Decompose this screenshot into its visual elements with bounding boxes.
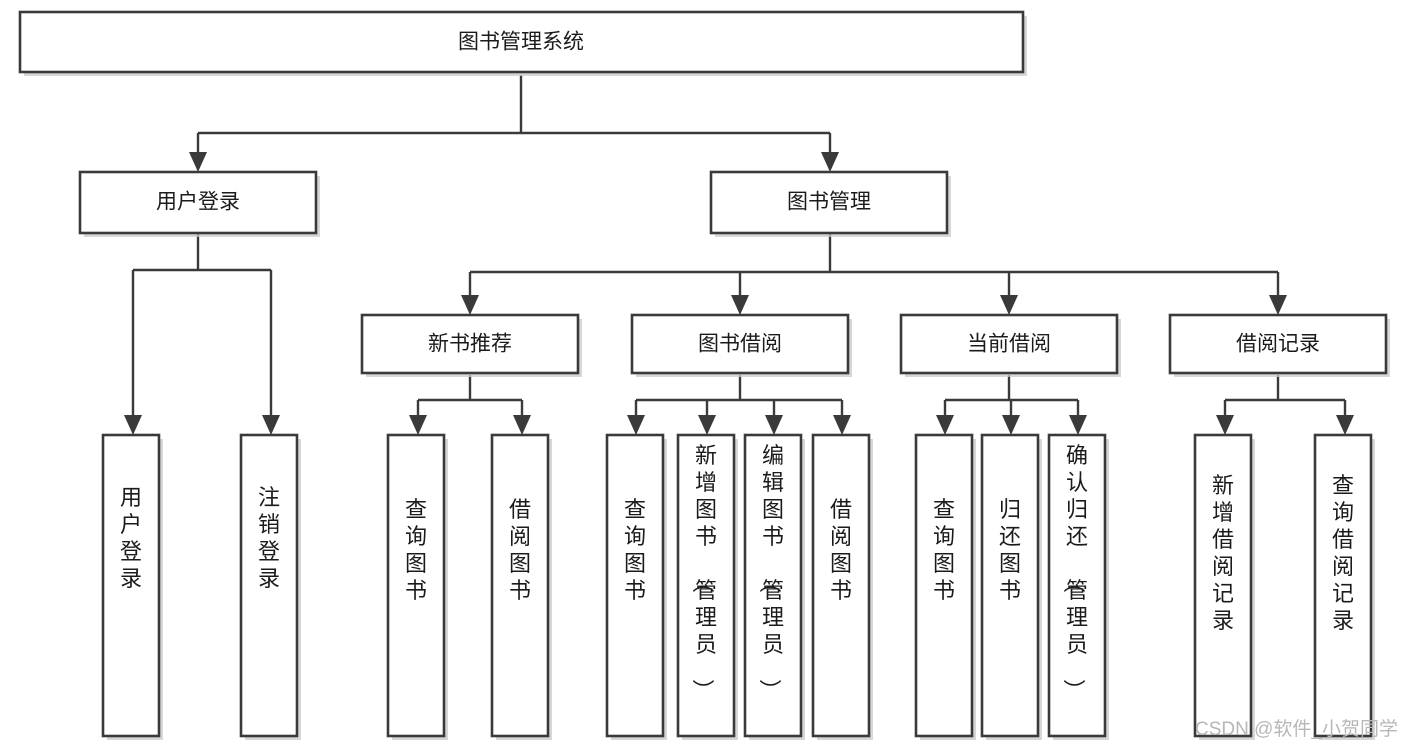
node-new-book-rec-label: 新书推荐 <box>428 333 512 356</box>
node-root-box[interactable] <box>18 10 1025 74</box>
node-book-borrow-box[interactable] <box>630 313 850 375</box>
arrow-to-leaf-add-book <box>698 415 716 435</box>
node-leaf-confirm-return[interactable]: 确认归还（管理员） <box>1047 433 1109 740</box>
arrow-to-borrow-record <box>1269 295 1287 315</box>
node-leaf-borrow-book-2-box[interactable] <box>811 433 871 738</box>
node-leaf-query-book-2-label: 查询图书 <box>624 497 646 603</box>
node-leaf-user-login[interactable]: 用户登录 <box>101 433 163 740</box>
node-leaf-borrow-book-1-box[interactable] <box>490 433 550 738</box>
node-leaf-edit-book[interactable]: 编辑图书（管理员） <box>743 433 805 740</box>
node-leaf-query-book-2-box[interactable] <box>605 433 665 738</box>
node-leaf-confirm-return-label: 确认归还（管理员） <box>1061 443 1088 701</box>
node-current-borrow-label: 当前借阅 <box>967 333 1051 356</box>
arrow-to-current-borrow <box>1000 295 1018 315</box>
node-leaf-confirm-return-box[interactable] <box>1047 433 1107 738</box>
node-root-label: 图书管理系统 <box>458 31 584 54</box>
arrow-to-new-book-rec <box>461 295 479 315</box>
node-leaf-edit-book-box[interactable] <box>743 433 803 738</box>
node-book-manage-label: 图书管理 <box>787 191 871 214</box>
node-leaf-add-record-label: 新增借阅记录 <box>1212 473 1234 633</box>
node-user-login-box[interactable] <box>78 170 318 235</box>
node-current-borrow-box[interactable] <box>899 313 1119 375</box>
connector-layer <box>124 75 1354 435</box>
node-borrow-record[interactable]: 借阅记录 <box>1168 313 1390 377</box>
arrow-to-leaf-logout <box>262 415 280 435</box>
node-book-borrow[interactable]: 图书借阅 <box>630 313 852 377</box>
node-borrow-record-label: 借阅记录 <box>1236 333 1320 356</box>
node-leaf-query-book-1-label: 查询图书 <box>405 497 427 603</box>
node-current-borrow[interactable]: 当前借阅 <box>899 313 1121 377</box>
arrow-to-leaf-add-record <box>1216 415 1234 435</box>
node-leaf-add-book-box[interactable] <box>676 433 736 738</box>
node-book-manage-box[interactable] <box>709 170 949 235</box>
arrow-to-leaf-query-book-1 <box>409 415 427 435</box>
node-user-login[interactable]: 用户登录 <box>78 170 320 237</box>
node-leaf-query-record[interactable]: 查询借阅记录 <box>1313 433 1375 740</box>
arrow-to-leaf-borrow-book-1 <box>513 415 531 435</box>
node-leaf-return-book[interactable]: 归还图书 <box>980 433 1042 740</box>
node-leaf-add-record[interactable]: 新增借阅记录 <box>1193 433 1255 740</box>
arrow-to-leaf-edit-book <box>765 415 783 435</box>
node-leaf-edit-book-label: 编辑图书（管理员） <box>757 443 784 701</box>
node-leaf-user-login-label: 用户登录 <box>120 485 142 591</box>
node-leaf-query-book-1[interactable]: 查询图书 <box>386 433 448 740</box>
csdn-watermark: CSDN @软件_小贺同学 <box>1195 718 1398 740</box>
node-leaf-logout-label: 注销登录 <box>258 485 280 591</box>
node-leaf-add-book-label: 新增图书（管理员） <box>690 443 717 701</box>
node-leaf-add-book[interactable]: 新增图书（管理员） <box>676 433 738 740</box>
node-leaf-add-record-box[interactable] <box>1193 433 1253 738</box>
node-leaf-return-book-label: 归还图书 <box>999 497 1021 603</box>
node-leaf-query-record-label: 查询借阅记录 <box>1332 473 1354 633</box>
node-leaf-borrow-book-2[interactable]: 借阅图书 <box>811 433 873 740</box>
node-leaf-query-book-3-box[interactable] <box>914 433 974 738</box>
arrow-to-leaf-return-book <box>1002 415 1020 435</box>
arrow-to-leaf-query-book-3 <box>936 415 954 435</box>
node-leaf-logout[interactable]: 注销登录 <box>239 433 301 740</box>
node-leaf-borrow-book-2-label: 借阅图书 <box>830 497 852 603</box>
arrow-to-book-manage <box>821 152 839 172</box>
node-new-book-rec[interactable]: 新书推荐 <box>360 313 582 377</box>
arrow-to-leaf-borrow-book-2 <box>833 415 851 435</box>
node-user-login-label: 用户登录 <box>156 191 240 214</box>
arrow-to-leaf-query-record <box>1336 415 1354 435</box>
node-leaf-logout-box[interactable] <box>239 433 299 738</box>
node-leaf-borrow-book-1[interactable]: 借阅图书 <box>490 433 552 740</box>
node-borrow-record-box[interactable] <box>1168 313 1388 375</box>
arrow-to-leaf-user-login <box>124 415 142 435</box>
node-book-manage[interactable]: 图书管理 <box>709 170 951 237</box>
arrow-to-leaf-confirm-return <box>1069 415 1087 435</box>
node-book-borrow-label: 图书借阅 <box>698 333 782 356</box>
node-leaf-borrow-book-1-label: 借阅图书 <box>509 497 531 603</box>
arrow-to-book-borrow <box>731 295 749 315</box>
node-leaf-return-book-box[interactable] <box>980 433 1040 738</box>
node-leaf-query-book-1-box[interactable] <box>386 433 446 738</box>
node-root[interactable]: 图书管理系统 <box>18 10 1027 76</box>
node-leaf-query-book-2[interactable]: 查询图书 <box>605 433 667 740</box>
node-leaf-query-record-box[interactable] <box>1313 433 1373 738</box>
node-leaf-query-book-3-label: 查询图书 <box>933 497 955 603</box>
node-leaf-user-login-box[interactable] <box>101 433 161 738</box>
arrow-to-user-login <box>189 152 207 172</box>
node-new-book-rec-box[interactable] <box>360 313 580 375</box>
node-leaf-query-book-3[interactable]: 查询图书 <box>914 433 976 740</box>
arrow-to-leaf-query-book-2 <box>627 415 645 435</box>
